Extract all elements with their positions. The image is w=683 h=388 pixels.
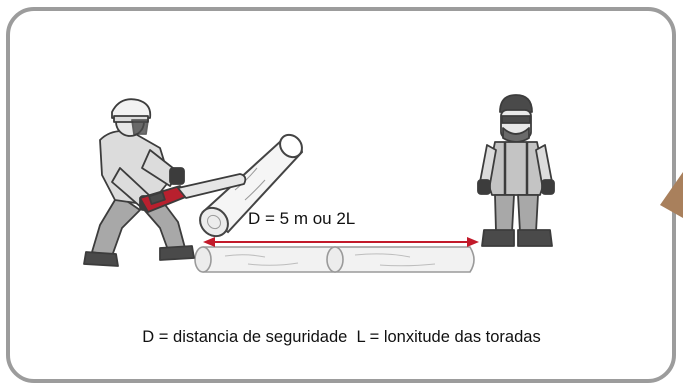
arrow-head-right [467,237,479,247]
chainsaw [139,173,247,213]
worker-with-chainsaw [83,98,247,267]
arrow-head-left [203,237,215,247]
ground-log-right [330,246,475,273]
distance-arrow [203,237,479,247]
ground-logs [194,246,475,273]
legend-caption: D = distancia de seguridade L = lonxitud… [142,328,541,346]
bystander-worker [477,94,555,247]
cut-log [199,133,304,238]
side-tab-triangle [660,172,683,218]
ground-log-left [198,246,340,273]
distance-label: D = 5 m ou 2L [248,209,356,228]
